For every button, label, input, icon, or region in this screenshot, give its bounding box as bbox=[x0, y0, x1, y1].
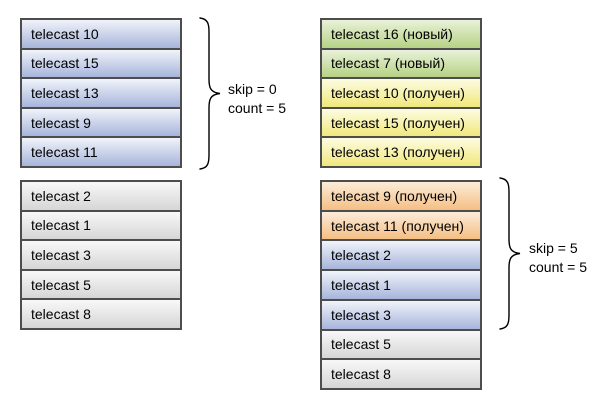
list-item: telecast 9 bbox=[22, 108, 180, 139]
count-value-left: count = 5 bbox=[228, 100, 286, 116]
list-right-top: telecast 16 (новый) telecast 7 (новый) tel… bbox=[320, 18, 482, 168]
list-item-label: telecast 15 bbox=[31, 55, 99, 72]
list-item-label: telecast 11 (получен) bbox=[331, 217, 464, 234]
list-item-label: telecast 1 bbox=[331, 277, 391, 294]
list-item: telecast 15 (получен) bbox=[322, 108, 480, 139]
list-item: telecast 5 bbox=[22, 270, 180, 301]
list-left-bottom: telecast 2 telecast 1 telecast 3 telecast 5… bbox=[20, 180, 182, 330]
list-item: telecast 13 (получен) bbox=[322, 138, 480, 166]
list-item-label: telecast 8 bbox=[31, 306, 91, 323]
list-item: telecast 5 bbox=[322, 330, 480, 361]
curly-brace-left bbox=[199, 17, 221, 170]
list-item: telecast 2 bbox=[22, 182, 180, 212]
list-item-label: telecast 2 bbox=[331, 247, 391, 264]
list-item: telecast 11 bbox=[22, 138, 180, 166]
list-item-label: telecast 5 bbox=[331, 336, 391, 353]
list-item: telecast 8 bbox=[22, 300, 180, 328]
list-item-label: telecast 11 bbox=[31, 144, 98, 161]
list-item-label: telecast 1 bbox=[31, 217, 91, 234]
curly-brace-right bbox=[499, 177, 521, 330]
list-item: telecast 2 bbox=[322, 241, 480, 272]
list-item: telecast 10 bbox=[22, 20, 180, 50]
skip-value-right: skip = 5 bbox=[529, 240, 578, 256]
annotation-skip-count-right: skip = 5 count = 5 bbox=[529, 239, 587, 277]
list-item: telecast 3 bbox=[322, 300, 480, 331]
list-item: telecast 11 (получен) bbox=[322, 211, 480, 242]
list-item: telecast 16 (новый) bbox=[322, 20, 480, 50]
list-item: telecast 1 bbox=[322, 271, 480, 301]
list-item-label: telecast 9 (получен) bbox=[331, 187, 458, 204]
list-item-label: telecast 7 (новый) bbox=[331, 55, 445, 72]
list-item-label: telecast 3 bbox=[331, 306, 391, 323]
list-right-bottom: telecast 9 (получен) telecast 11 (получен… bbox=[320, 180, 482, 390]
list-item-label: telecast 13 bbox=[31, 84, 99, 101]
list-item: telecast 3 bbox=[22, 241, 180, 271]
list-item-label: telecast 2 bbox=[31, 187, 91, 204]
list-item: telecast 15 bbox=[22, 49, 180, 80]
list-item-label: telecast 13 (получен) bbox=[331, 144, 465, 161]
list-item: telecast 10 (получен) bbox=[322, 79, 480, 109]
skip-value-left: skip = 0 bbox=[228, 81, 277, 97]
list-item: telecast 8 bbox=[322, 360, 480, 389]
list-item-label: telecast 10 bbox=[31, 25, 99, 42]
list-item: telecast 7 (новый) bbox=[322, 49, 480, 80]
list-item: telecast 13 bbox=[22, 79, 180, 109]
list-left-top: telecast 10 telecast 15 telecast 13 telecas… bbox=[20, 18, 182, 168]
list-item-label: telecast 16 (новый) bbox=[331, 25, 453, 42]
annotation-skip-count-left: skip = 0 count = 5 bbox=[228, 80, 286, 118]
list-item-label: telecast 8 bbox=[331, 366, 391, 383]
count-value-right: count = 5 bbox=[529, 259, 587, 275]
list-item-label: telecast 3 bbox=[31, 246, 91, 263]
list-item-label: telecast 10 (получен) bbox=[331, 84, 465, 101]
list-item: telecast 1 bbox=[22, 211, 180, 242]
list-item-label: telecast 5 bbox=[31, 276, 91, 293]
list-item-label: telecast 9 bbox=[31, 114, 91, 131]
list-item-label: telecast 15 (получен) bbox=[331, 114, 465, 131]
list-item: telecast 9 (получен) bbox=[322, 182, 480, 212]
